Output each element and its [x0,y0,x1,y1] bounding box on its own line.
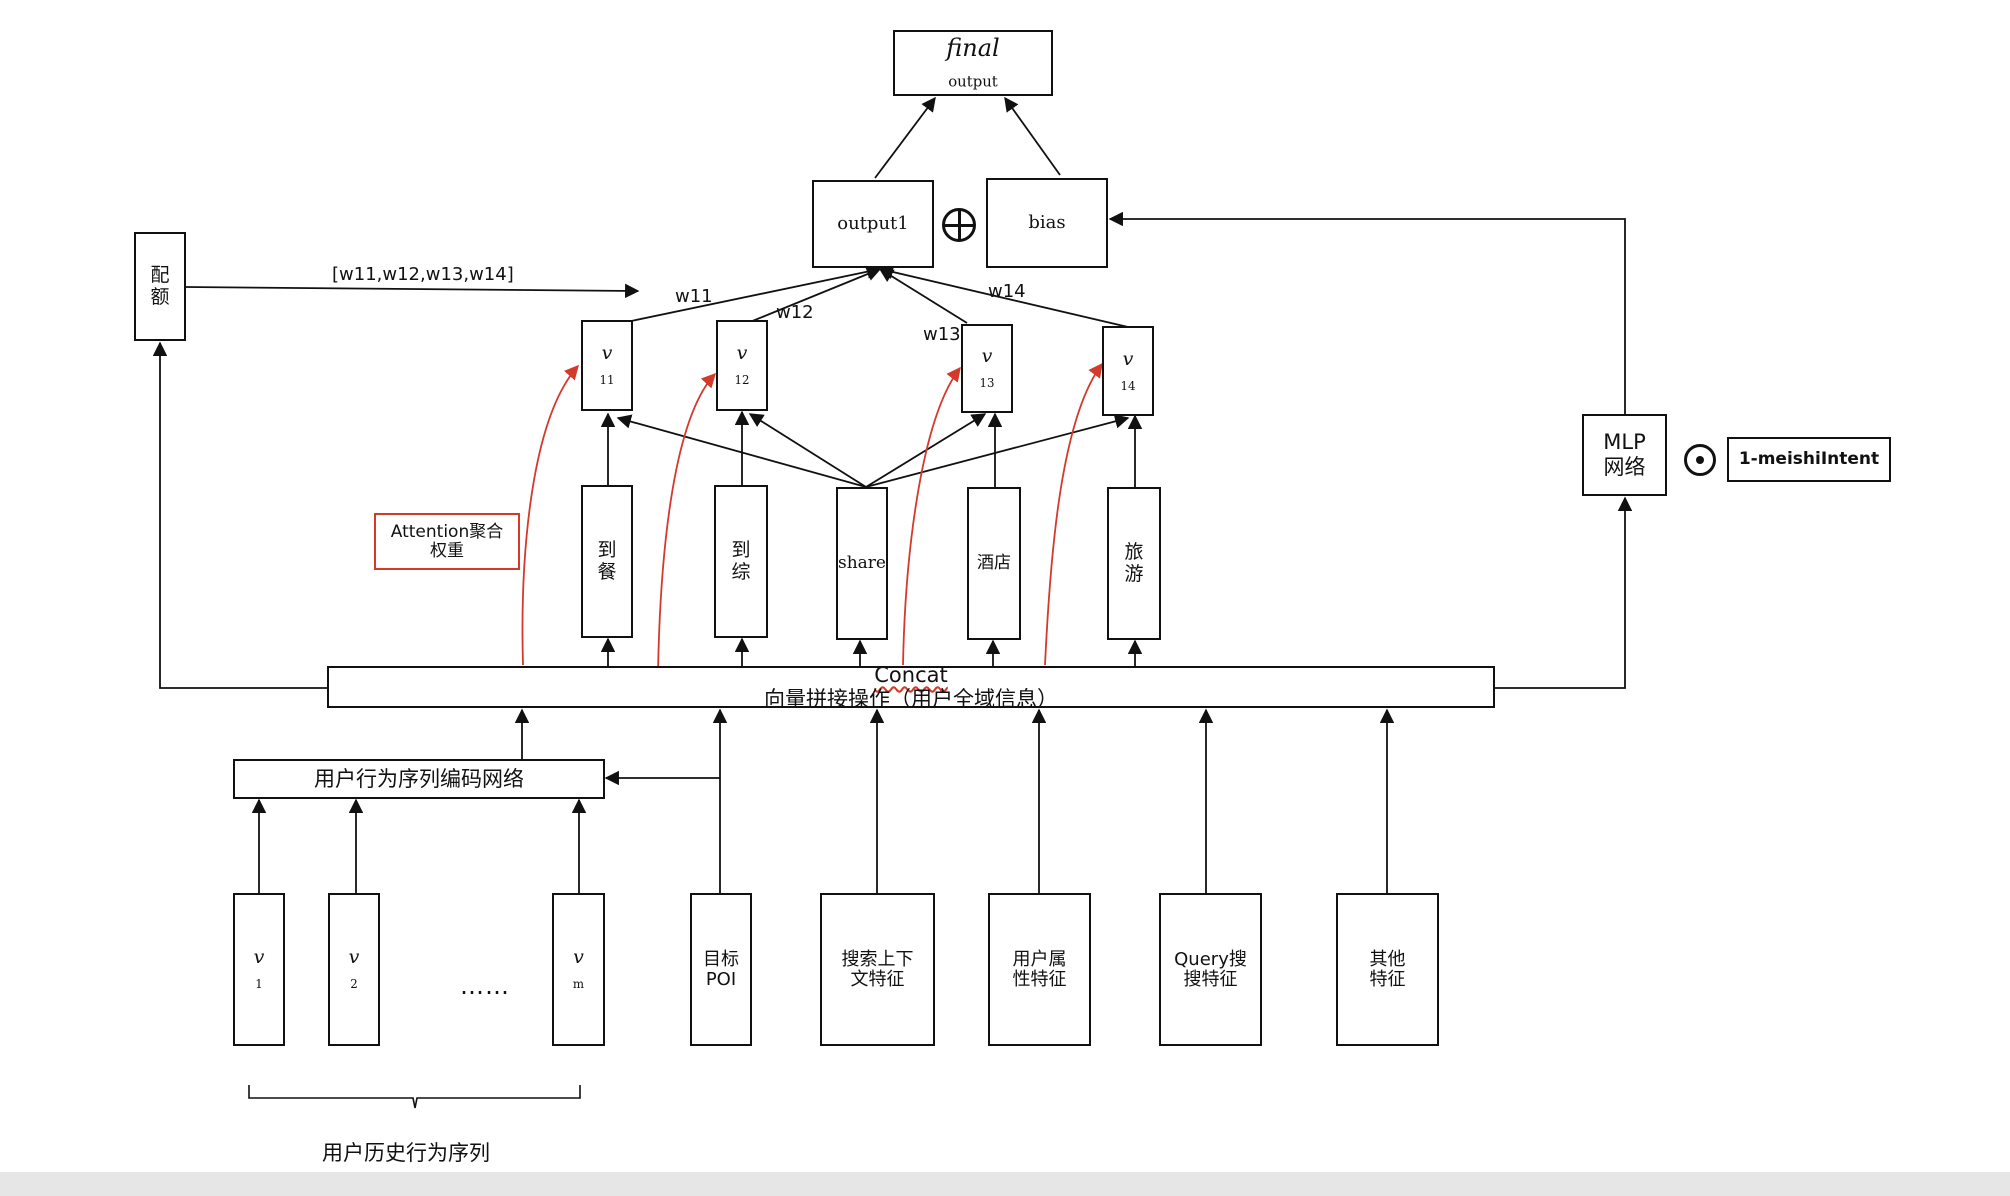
v12-node: v 12 [716,320,768,411]
query-label: Query搜 搜特征 [1174,948,1247,990]
v14-sub: 14 [1120,378,1136,393]
v2-base: v [348,946,360,969]
attention-label-text: Attention聚合 权重 [390,521,504,561]
input-user-attr-node: 用户属 性特征 [988,893,1091,1046]
vm-sub: m [572,977,585,992]
footer-bar [0,1172,2010,1196]
v11-base: v [601,342,613,365]
domain-share-label: share [838,552,886,573]
final-output-base: final [946,33,1000,62]
history-brace [248,1085,581,1109]
v1-base: v [253,946,265,969]
output1-node: output1 [812,180,934,268]
v2-sub: 2 [350,977,358,992]
input-search-context-node: 搜索上下 文特征 [820,893,935,1046]
v12-sub: 12 [734,373,750,388]
oplus-icon [942,208,976,242]
domain-daocan-node: 到餐 [581,485,633,638]
domain-hotel-node: 酒店 [967,487,1021,640]
target-poi-label: 目标 POI [703,948,739,990]
arrow-share-v13 [865,413,987,488]
odot-icon [1684,444,1716,476]
w13-label: w13 [923,324,961,345]
meishi-intent-node: 1-meishiIntent [1727,437,1891,482]
bias-node: bias [986,178,1108,268]
input-query-node: Query搜 搜特征 [1159,893,1262,1046]
arrow-mlp-bias [1108,211,1626,414]
arrow-w11 [611,264,882,326]
arrow-concat-quota [152,341,328,689]
arrow-w14 [878,264,1129,328]
final-output-sub: output [948,73,998,92]
arrow-concat-mlp [1494,496,1633,689]
v14-node: v 14 [1102,326,1154,416]
domain-share-node: share [836,487,888,640]
attention-curve-v13 [902,366,961,666]
sequence-ellipsis: …… [460,972,510,1000]
attention-weight-label: Attention聚合 权重 [374,513,520,570]
other-label: 其他 特征 [1369,948,1406,990]
output1-label: output1 [837,212,909,234]
mlp-node: MLP 网络 [1582,414,1667,496]
v13-node: v 13 [961,324,1013,413]
sequence-encoder-label: 用户行为序列编码网络 [314,766,524,791]
bias-label: bias [1028,211,1066,233]
input-target-poi-node: 目标 POI [690,893,752,1046]
concat-rest: 向量拼接操作（用户全域信息） [764,687,1058,711]
attention-curve-v11 [521,364,579,666]
domain-hotel-label: 酒店 [977,552,1011,573]
v12-base: v [736,342,748,365]
concat-word: Concat [874,662,948,687]
arrow-quota-weights [185,283,640,299]
domain-daozong-node: 到综 [714,485,768,638]
w11-label: w11 [675,286,713,307]
quota-node: 配额 [134,232,186,341]
quota-label: 配额 [150,263,170,308]
input-other-node: 其他 特征 [1336,893,1439,1046]
v11-sub: 11 [599,373,615,388]
v11-node: v 11 [581,320,633,411]
v14-base: v [1122,347,1134,370]
domain-travel-label: 旅游 [1124,540,1144,585]
attention-curve-v14 [1044,362,1103,666]
arrow-share-v11 [616,414,867,488]
meishi-intent-label: 1-meishiIntent [1738,448,1880,469]
arrow-share-v12 [748,413,867,488]
domain-travel-node: 旅游 [1107,487,1161,640]
w14-label: w14 [988,281,1026,302]
mlp-label: MLP 网络 [1603,429,1646,479]
user-attr-label: 用户属 性特征 [1012,948,1067,990]
attention-curve-v12 [657,372,716,674]
arrow-w12 [749,267,882,323]
arrow-w13 [878,268,968,324]
w12-label: w12 [776,302,814,323]
search-context-label: 搜索上下 文特征 [841,948,914,990]
history-sequence-label: 用户历史行为序列 [322,1141,490,1165]
domain-daocan-label: 到餐 [597,538,617,583]
arrow-output1-final [874,96,936,179]
v13-base: v [981,345,993,368]
vm-base: v [573,946,584,969]
arrow-share-v14 [865,414,1130,488]
v1-sub: 1 [255,977,263,992]
domain-daozong-label: 到综 [731,538,751,583]
weights-vector-label: [w11,w12,w13,w14] [332,264,514,285]
sequence-encoder-node: 用户行为序列编码网络 [233,759,605,799]
v13-sub: 13 [979,376,995,391]
arrow-bias-final [1004,96,1061,176]
final-output-node: final output [893,30,1053,96]
